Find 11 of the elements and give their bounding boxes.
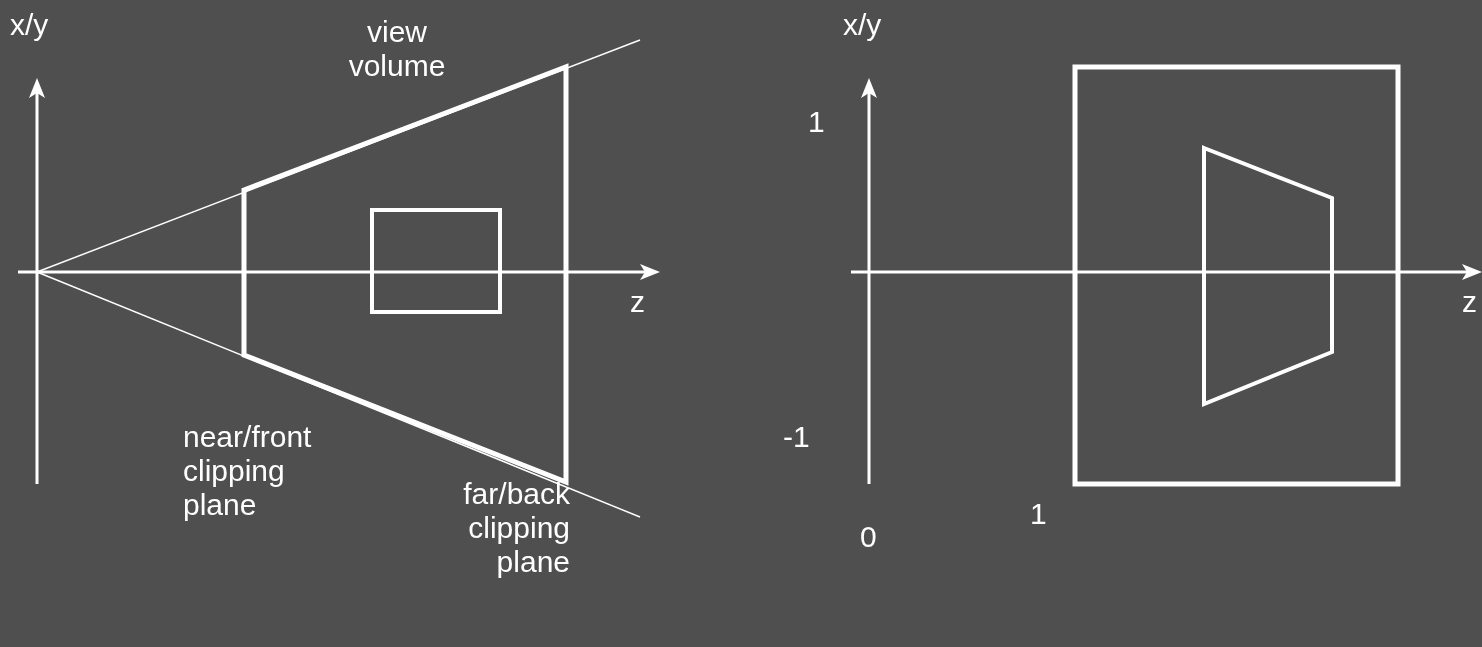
tick-label: -1	[783, 420, 811, 454]
region-label: view volume	[347, 15, 447, 83]
axis-label: x/y	[843, 8, 883, 42]
axis-label: z	[1462, 285, 1478, 319]
plane-label: near/front clipping plane	[183, 420, 313, 522]
tick-label: 1	[808, 105, 826, 139]
axis-label: x/y	[10, 8, 50, 42]
tick-label: 1	[1030, 497, 1048, 531]
tick-label: 0	[860, 520, 878, 554]
axis-label: z	[630, 285, 646, 319]
plane-label: far/back clipping plane	[462, 477, 570, 579]
